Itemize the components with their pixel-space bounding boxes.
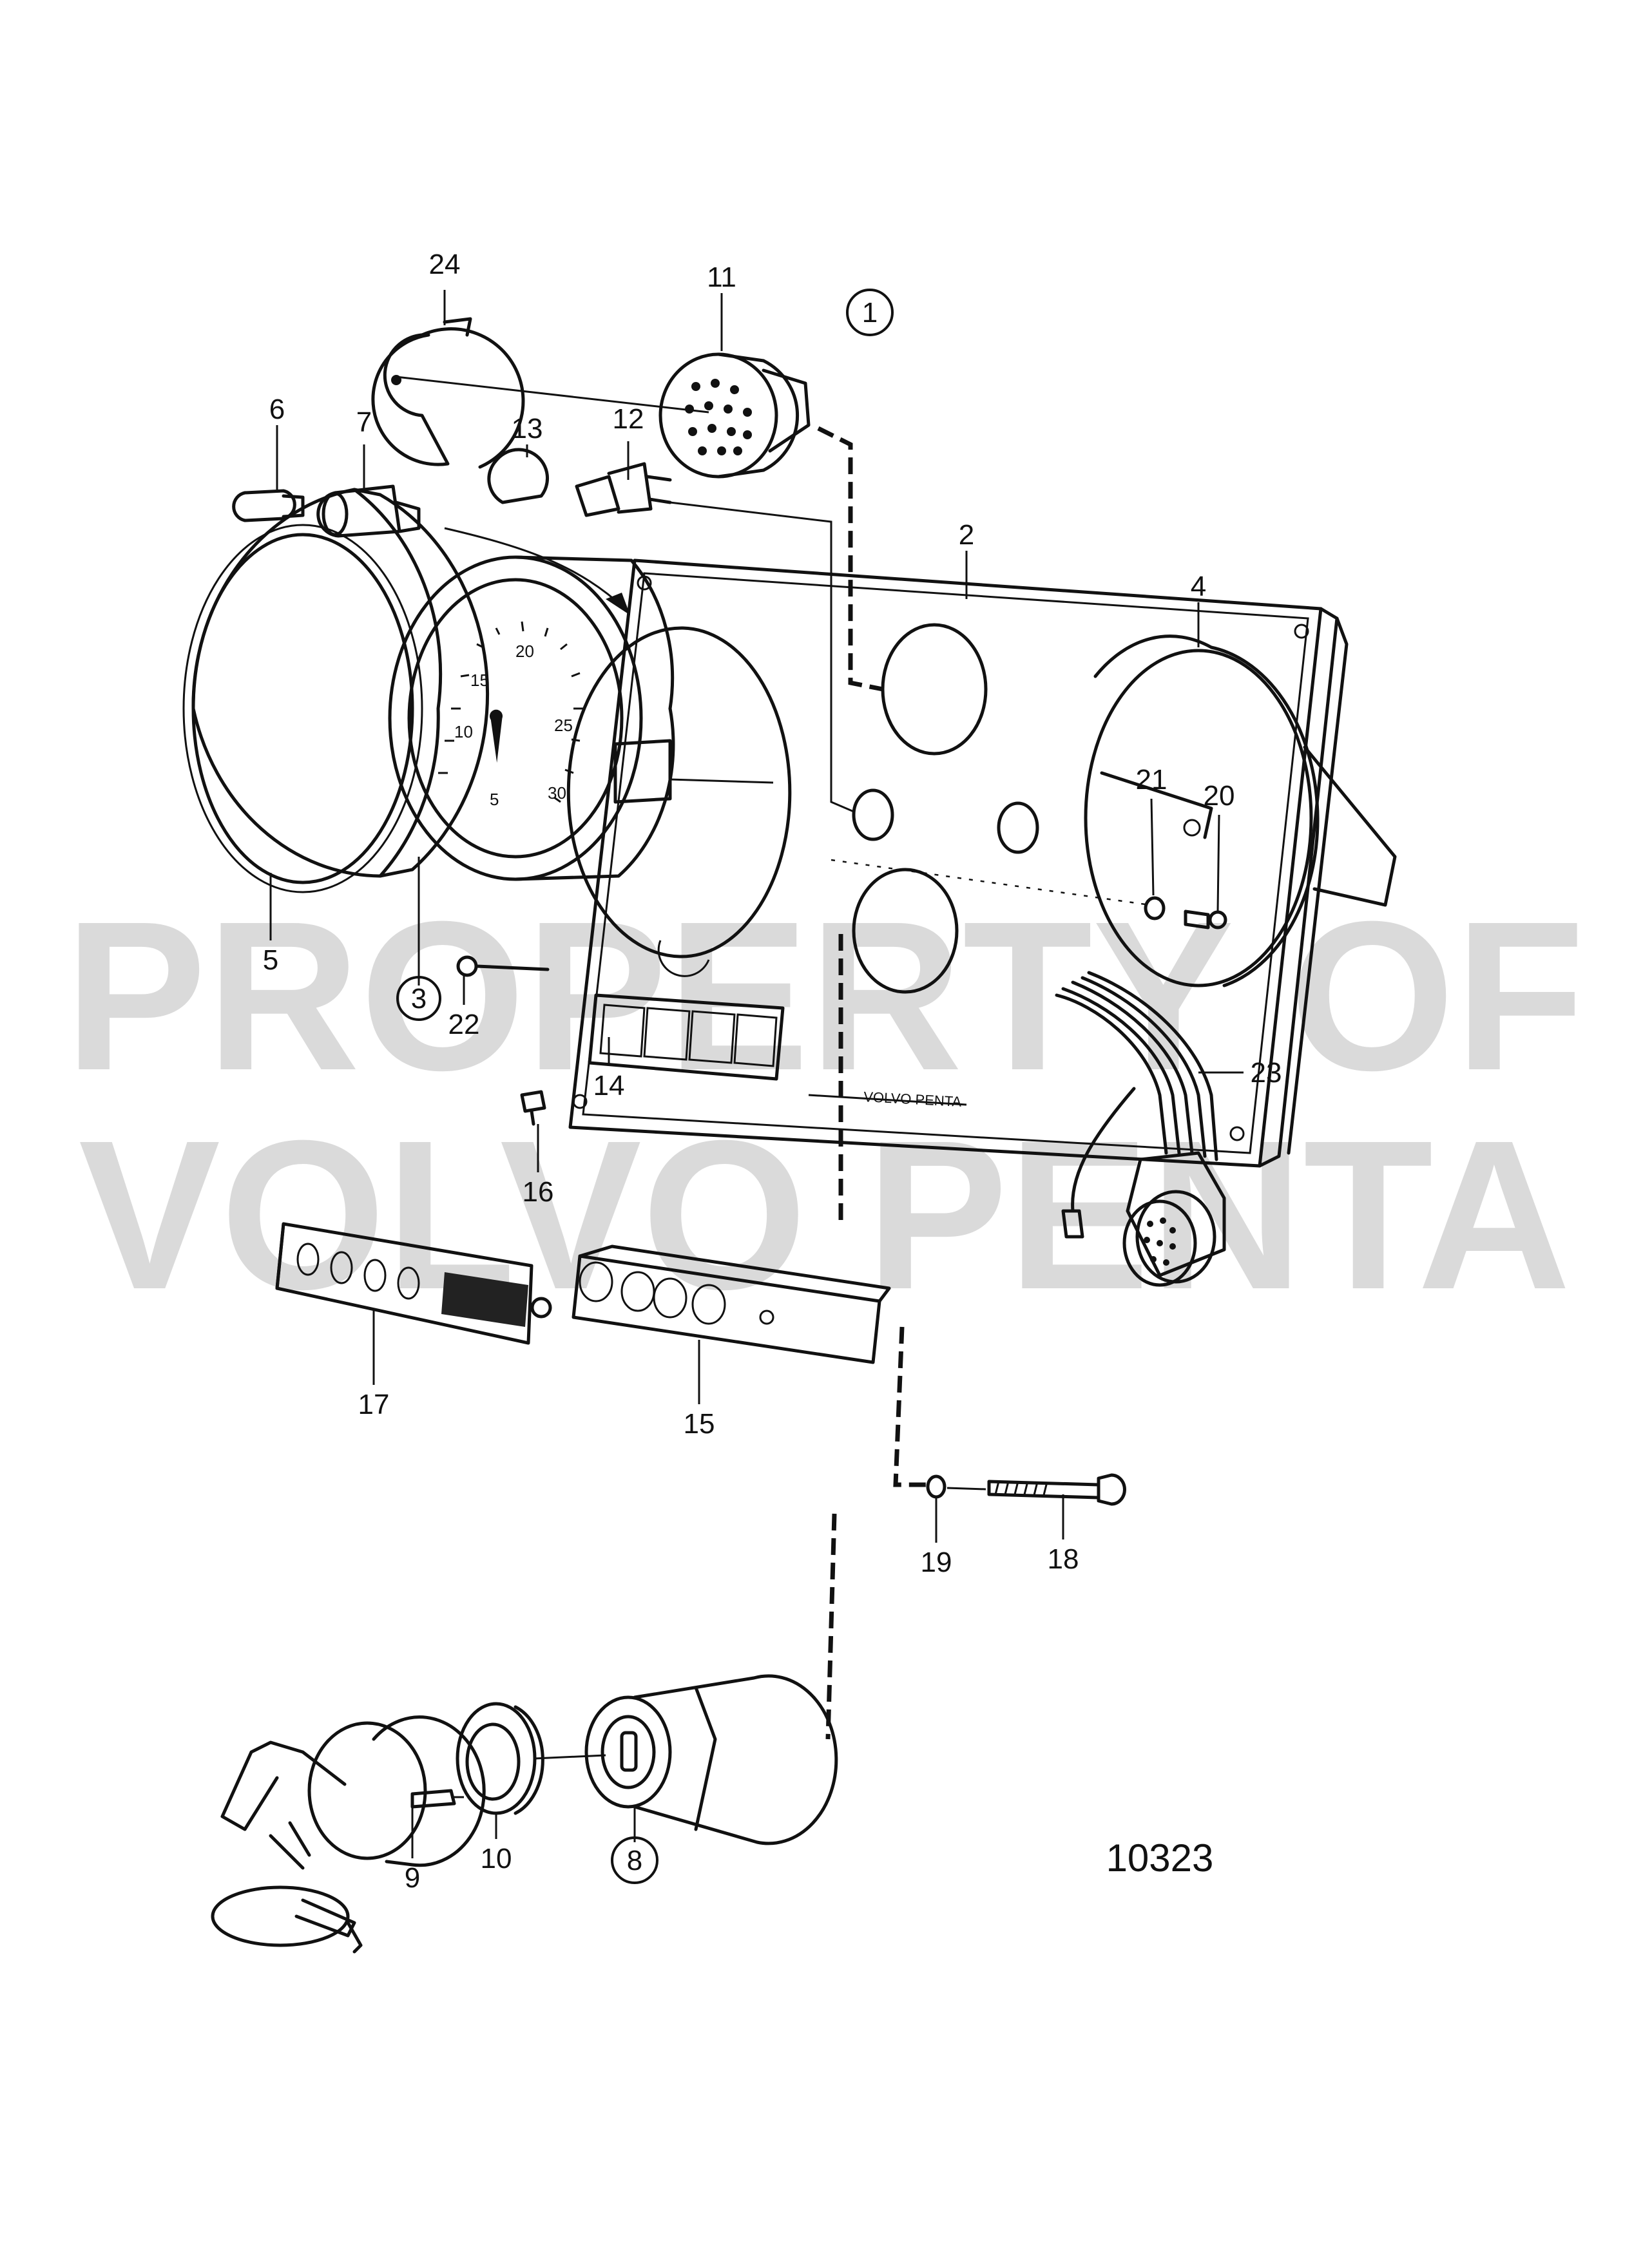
callout-22: 22 [448,1009,480,1040]
callout-11: 11 [707,262,736,293]
callout-1: 1 [862,297,878,329]
gauge-scale-15: 15 [470,671,489,690]
callout-19: 19 [921,1547,952,1578]
watermark: PROPERTY OF VOLVO PENTA [64,877,1584,1333]
part-4-rear-cover [1084,634,1397,987]
gauge-scale-5: 5 [490,790,499,809]
callout-12: 12 [613,403,644,435]
arrow-head [606,593,630,615]
callout-3: 3 [411,983,427,1015]
callout-1-circle [846,289,894,336]
part-9-keys-and-cap [211,1715,486,1954]
part-19-washer [926,1474,946,1499]
part-10-nut [456,1702,544,1815]
callout-labels: 1 2 3 4 5 6 7 8 9 10 11 12 13 14 15 16 1… [263,249,1282,1894]
part-24-cover-cap [371,317,525,469]
part-21-washer [1144,896,1166,920]
callout-15: 15 [684,1408,715,1440]
callout-14: 14 [593,1070,625,1101]
part-8-ignition-switch [584,1674,838,1845]
part-11-connector [658,352,811,479]
part-12-bulb-holder [575,462,672,517]
callout-5: 5 [263,944,278,976]
callout-18: 18 [1048,1543,1079,1575]
part-2-instrument-panel: VOLVO PENTA [566,558,1349,1168]
callout-4: 4 [1191,571,1206,602]
leader-arrow-7 [444,527,626,610]
gauge-scale-10: 10 [454,722,473,741]
part-14-warning-lamp-strip [588,993,785,1081]
watermark-line-2: VOLVO PENTA [79,1096,1571,1333]
callout-17: 17 [358,1389,390,1420]
gauge-scale-30: 30 [548,783,566,803]
callout-16: 16 [523,1176,554,1208]
callout-9: 9 [405,1862,420,1894]
part-17-cover-strip [275,1222,552,1345]
callout-13: 13 [512,413,543,444]
callout-6: 6 [269,394,285,425]
callout-23: 23 [1251,1057,1282,1089]
callout-8-circle [611,1836,658,1884]
callout-21: 21 [1136,764,1167,796]
part-22-screw [456,955,550,977]
part-3-gauge: 5 10 15 20 25 30 [388,555,675,881]
watermark-line-1: PROPERTY OF [64,877,1584,1114]
callout-10: 10 [481,1843,512,1874]
gauge-scale-25: 25 [554,716,573,735]
reference-number: 10323 [1106,1836,1214,1880]
callout-20: 20 [1204,780,1235,812]
part-13-cap [487,448,549,504]
part-20-screw [1184,910,1227,929]
gauge-scale: 5 10 15 20 25 30 [454,642,573,809]
assembly-lines [396,376,1151,1798]
callout-2: 2 [959,519,974,551]
part-16-screw [520,1090,546,1126]
callout-8: 8 [627,1845,642,1876]
gauge-scale-20: 20 [515,642,534,661]
callout-leaders [269,290,1244,1858]
part-18-bolt [987,1473,1126,1506]
callout-7: 7 [356,406,372,438]
part-15-lamp-holder [572,1244,891,1364]
part-5-bezel-ring [182,488,490,893]
part-23-wire-harness [1055,971,1226,1287]
callout-24: 24 [429,249,461,280]
callout-3-circle [396,976,441,1021]
